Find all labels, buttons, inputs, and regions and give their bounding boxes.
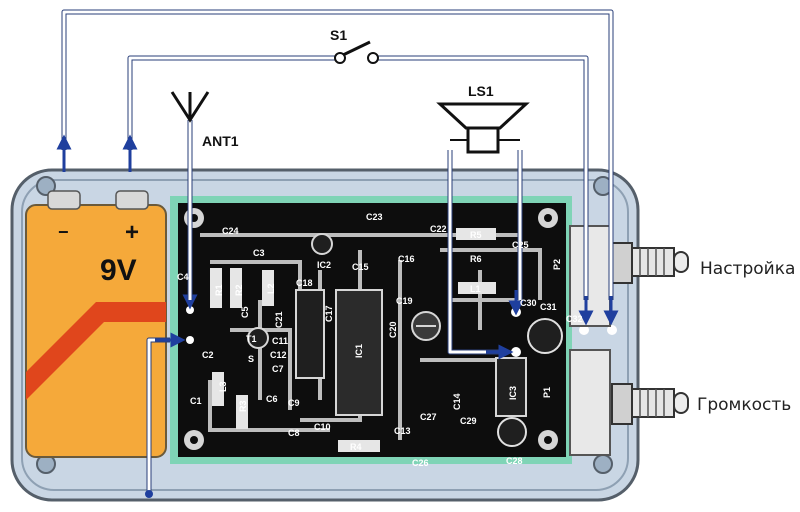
pcb-label-c29: C29: [460, 416, 477, 426]
pcb-label-c23: C23: [366, 212, 383, 222]
pcb-label-c11: C11: [272, 336, 288, 346]
pcb-label-ic1: IC1: [354, 344, 364, 358]
pcb-label-l1: L1: [470, 284, 481, 294]
speaker-label: LS1: [468, 83, 494, 99]
antenna: [170, 91, 210, 300]
pcb-label-c15: C15: [352, 262, 369, 272]
pcb-label-c8: C8: [288, 428, 300, 438]
pcb-label-r2: R2: [234, 284, 244, 296]
tuning-label: Настройка: [700, 259, 795, 279]
pcb-label-c6: C6: [266, 394, 278, 404]
pcb-label-c3: C3: [253, 248, 265, 258]
pcb-label-c20: C20: [388, 321, 398, 338]
pcb-label-t1: T1: [246, 334, 257, 344]
pcb-label-c19: C19: [396, 296, 413, 306]
pcb-label-c17: C17: [324, 305, 334, 322]
pcb-label-ic2: IC2: [317, 260, 331, 270]
pcb-label-p2: P2: [552, 259, 562, 270]
volume-label: Громкость: [697, 395, 791, 415]
speaker-ls1: [436, 102, 530, 154]
pcb-label-c13: C13: [394, 426, 411, 436]
pcb-label-c25: C25: [512, 240, 529, 250]
pcb-label-c5: C5: [240, 306, 250, 318]
pcb-board: [170, 196, 617, 464]
connection-arrows: [56, 134, 619, 360]
pcb-label-c4: C4: [177, 272, 189, 282]
pcb-label-c16: C16: [398, 254, 415, 264]
ground-dot: [145, 490, 153, 498]
pcb-label-r4: R4: [350, 442, 362, 452]
pcb-label-c30: C30: [520, 298, 537, 308]
pcb-label-c7: C7: [272, 364, 284, 374]
pcb-label-l3: L3: [218, 381, 228, 392]
pcb-label-c9: C9: [288, 398, 300, 408]
pcb-label-p1: P1: [542, 387, 552, 398]
pcb-label-c2: C2: [202, 350, 214, 360]
pcb-label-c18: C18: [296, 278, 313, 288]
pcb-label-c22: C22: [430, 224, 447, 234]
pcb-label-c28: C28: [506, 456, 523, 466]
battery-minus-label: −: [58, 222, 69, 242]
pcb-label-c27: C27: [420, 412, 437, 422]
pcb-label-ic3: IC3: [508, 386, 518, 400]
pcb-label-c10: C10: [314, 422, 331, 432]
pcb-label-r5: R5: [470, 230, 482, 240]
volume-knob: [611, 383, 689, 425]
pcb-label-c14: C14: [452, 393, 462, 410]
pcb-label-c26: C26: [412, 458, 429, 468]
pcb-label-c12: C12: [270, 350, 287, 360]
pcb-label-c24: C24: [222, 226, 239, 236]
switch-label: S1: [330, 27, 347, 43]
battery-plus-label: +: [125, 219, 139, 246]
pcb-label-r3: R3: [238, 400, 248, 412]
pcb-label-c21: C21: [274, 311, 284, 328]
battery: − + 9V: [25, 190, 167, 458]
pcb-label-s_lbl: S: [248, 354, 254, 364]
pcb-label-c32: C32: [566, 314, 583, 324]
antenna-label: ANT1: [202, 133, 239, 149]
switch-s1: [334, 40, 379, 64]
pcb-label-c1: C1: [190, 396, 202, 406]
pcb-label-c31: C31: [540, 302, 557, 312]
pcb-label-r1: R1: [214, 284, 224, 296]
tuning-knob: [611, 242, 689, 284]
battery-voltage-label: 9V: [100, 254, 137, 287]
pcb-label-l2: L2: [266, 283, 276, 294]
pcb-label-r6: R6: [470, 254, 482, 264]
